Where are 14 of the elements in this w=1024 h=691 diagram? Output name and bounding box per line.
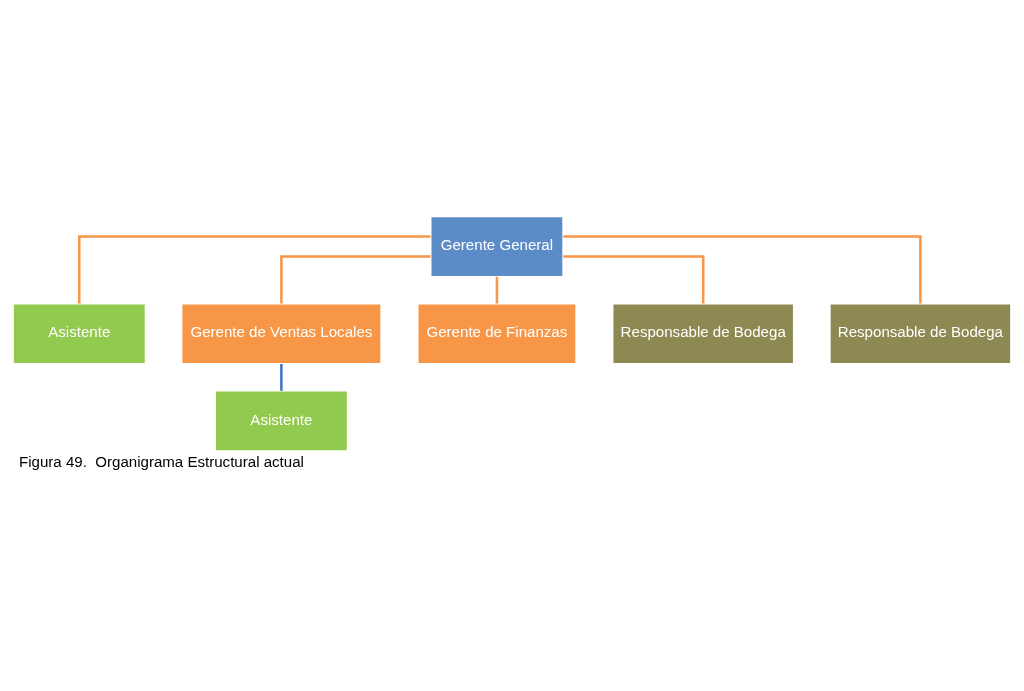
connector xyxy=(78,235,431,304)
connector xyxy=(563,255,705,304)
node-box: Asistente xyxy=(12,302,147,365)
node-box: Asistente xyxy=(214,389,349,452)
node-box: Gerente de Finanzas xyxy=(416,302,577,365)
node-box: Gerente de Ventas Locales xyxy=(180,302,382,365)
connector xyxy=(495,276,499,304)
node-box: Responsable de Bodega xyxy=(829,302,1012,365)
connector xyxy=(563,235,922,304)
connector xyxy=(280,255,431,304)
connector xyxy=(280,364,283,391)
node-box: Responsable de Bodega xyxy=(611,302,795,365)
node-box: Gerente General xyxy=(429,215,564,278)
caption: Figura 49. Organigrama Estructural actual xyxy=(18,452,304,470)
